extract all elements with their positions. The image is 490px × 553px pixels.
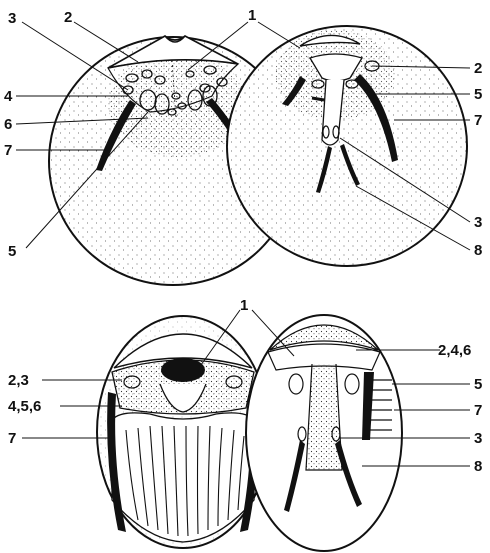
top-right-specimen: [227, 26, 467, 266]
label-top-left-3: 3: [8, 10, 16, 27]
label-top-left-5: 5: [8, 243, 16, 260]
label-bottom-right-5: 5: [474, 376, 482, 393]
label-top-right-2: 2: [474, 60, 482, 77]
label-bottom-right-7: 7: [474, 402, 482, 419]
label-top-right-3: 3: [474, 214, 482, 231]
label-top-right-8: 8: [474, 242, 482, 259]
label-top-right-5: 5: [474, 86, 482, 103]
label-bottom-right-2-4-6: 2,4,6: [438, 342, 471, 359]
label-top-right-7: 7: [474, 112, 482, 129]
label-top-left-6: 6: [4, 116, 12, 133]
label-bottom-left-7: 7: [8, 430, 16, 447]
label-top-left-4: 4: [4, 88, 13, 105]
bottom-left-specimen: [97, 316, 269, 548]
label-bottom-right-3: 3: [474, 430, 482, 447]
label-bottom-center-1: 1: [240, 297, 248, 314]
label-bottom-left-4-5-6: 4,5,6: [8, 398, 41, 415]
label-bottom-right-8: 8: [474, 458, 482, 475]
label-top-center-1: 1: [248, 7, 256, 24]
label-top-left-7: 7: [4, 142, 12, 159]
label-top-left-2: 2: [64, 9, 72, 26]
label-bottom-left-2-3: 2,3: [8, 372, 29, 389]
